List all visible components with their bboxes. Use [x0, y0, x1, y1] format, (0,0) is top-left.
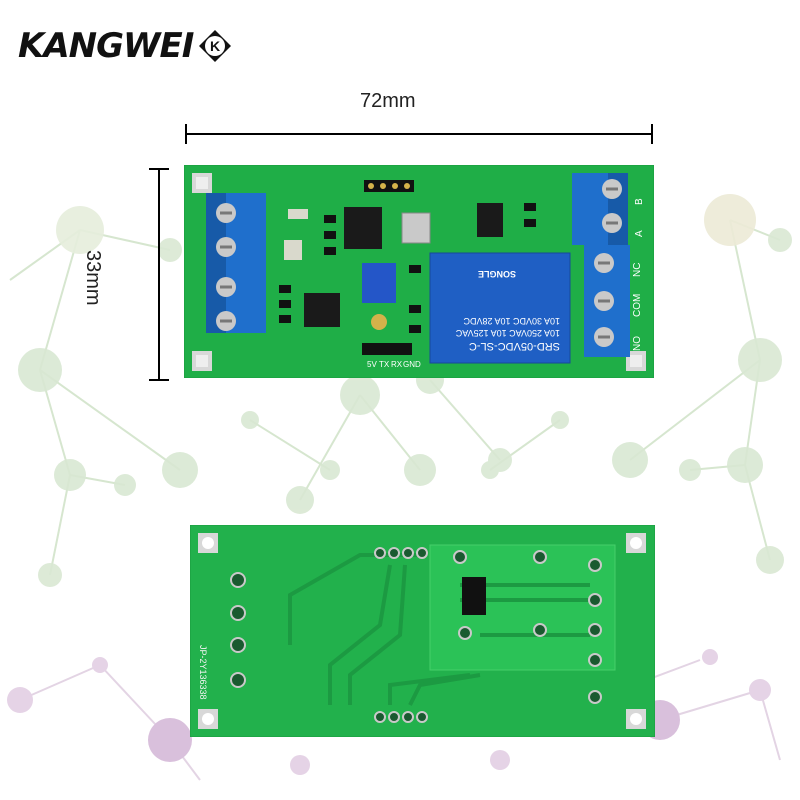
- height-dimension-label: 33mm: [82, 250, 104, 306]
- terminal-label-no: NO: [632, 336, 643, 351]
- left-terminal-block: [206, 193, 266, 333]
- brand-logo-text: KANGWEI: [18, 26, 194, 66]
- header-label-gnd: GND: [403, 360, 421, 369]
- header-label-rx: RX: [391, 360, 403, 369]
- side-label-b: B: [634, 198, 645, 205]
- terminal-label-com: COM: [632, 294, 643, 317]
- right-terminal-block: [572, 173, 630, 357]
- side-label-a: A: [634, 230, 645, 237]
- relay-module: SRD-05VDC-SL-C 10A 250VAC 10A 125VAC 10A…: [429, 252, 571, 364]
- width-dimension-label: 72mm: [360, 90, 416, 112]
- width-dimension-line: [185, 120, 653, 144]
- relay-rating-dc: 10A 30VDC 10A 28VDC: [463, 316, 560, 326]
- terminal-label-nc: NC: [632, 263, 643, 277]
- height-dimension-line: [145, 168, 169, 381]
- relay-model: SRD-05VDC-SL-C: [469, 340, 560, 352]
- header-label-tx: TX: [379, 360, 390, 369]
- pcb-silkscreen-code: JP-2Y136338: [198, 645, 208, 700]
- relay-rating-ac: 10A 250VAC 10A 125VAC: [455, 328, 560, 338]
- top-pcb-board: 5V TX RX GND SRD-05VDC-SL-C 10A 250VAC 1…: [184, 165, 654, 378]
- brand-badge-icon: K: [199, 30, 232, 62]
- brand-logo: KANGWEI K: [18, 26, 235, 66]
- header-label-5v: 5V: [367, 360, 377, 369]
- relay-brand: SONGLE: [478, 269, 516, 279]
- bottom-pcb-board: JP-2Y136338: [190, 525, 655, 737]
- badge-letter: K: [210, 38, 220, 54]
